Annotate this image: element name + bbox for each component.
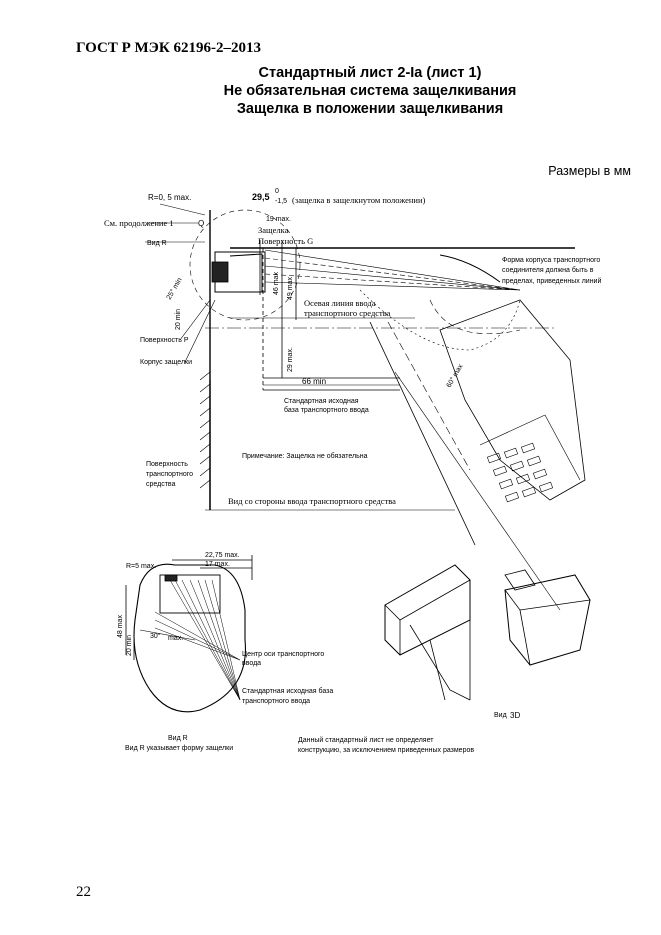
title-line-3: Защелка в положении защелкивания [236, 101, 504, 117]
units-note: Размеры в мм [548, 164, 631, 178]
vehicle-side-view-caption: Вид со стороны ввода транспортного средс… [228, 496, 396, 506]
vehicle-surface-line-1: Поверхность [146, 461, 188, 468]
title-line-2: Не обязательная система защелкивания [223, 83, 517, 99]
view-3d-prefix: Вид [494, 712, 507, 719]
dim-29: 29 max. [287, 347, 294, 372]
sheet-note-line-1: Данный стандартный лист не определяет [298, 736, 434, 744]
dim-46: 46 max [273, 272, 280, 295]
center-axis-line-2: ввода [242, 660, 261, 667]
view-r-arrow-label: Вид R [147, 240, 167, 247]
radius-note: R=0, 5 max. [148, 193, 191, 202]
shape-note-line-2: соединителя должна быть в [502, 266, 594, 274]
dim-29-5: 29,5 [252, 192, 270, 202]
dim-22-75: 22,75 max. [205, 552, 240, 559]
vehicle-surface-line-2: транспортного [146, 471, 193, 478]
see-continuation: См. продолжение 1 [104, 218, 174, 228]
surface-g-label: Поверхность G [258, 236, 313, 246]
view-r-title: Вид R [168, 735, 188, 742]
dim-tolerance-upper: 0 [275, 188, 279, 195]
dim-tolerance-lower: -1,5 [275, 198, 287, 205]
dim-20-top: 20 min [175, 309, 182, 330]
standard-base-low-line-1: Стандартная исходная база [242, 687, 333, 695]
dim-19: 19 max. [266, 216, 291, 223]
dim-49: 49 max [287, 277, 294, 300]
page-number: 22 [76, 884, 91, 900]
angle-30-max: max. [168, 635, 183, 642]
center-axis-line-1: Центр оси транспортного [242, 651, 324, 658]
dim-17: 17 max. [205, 561, 230, 568]
q-mark: Q [198, 219, 204, 228]
axis-label-line-2: транспортного средства [304, 308, 391, 318]
angle-60: 60° max [445, 362, 465, 389]
shape-note-line-3: пределах, приведенных линий [502, 277, 601, 285]
latch-closed-note: (защелка в защелкнутом положении) [292, 195, 426, 205]
view-r-description: Вид R указывает форму защелки [125, 745, 233, 752]
dim-66: 66 min [302, 377, 326, 386]
standard-base-line-1: Стандартная исходная [284, 398, 359, 405]
latch-body-label: Корпус защелки [140, 359, 192, 366]
view-3d-label: 3D [510, 711, 520, 720]
standard-base-low-line-2: транспортного ввода [242, 698, 310, 705]
vehicle-surface-line-3: средства [146, 481, 176, 488]
surface-p-label: Поверхность P [140, 337, 189, 344]
axis-label-line-1: Осевая линия ввода [304, 298, 376, 308]
angle-25: 25° min [165, 276, 184, 301]
optional-latch-note: Примечание: Защелка не обязательна [242, 452, 368, 460]
shape-note-line-1: Форма корпуса транспортного [502, 257, 600, 264]
title-line-1: Стандартный лист 2-Ia (лист 1) [258, 65, 482, 81]
sheet-note-line-2: конструкцию, за исключением приведенных … [298, 747, 474, 754]
document-code: ГОСТ Р МЭК 62196-2–2013 [76, 40, 261, 56]
radius-5: R=5 max. [126, 563, 156, 570]
latch-label: Защелка [258, 225, 289, 235]
dim-48: 48 max [117, 615, 124, 638]
angle-30: 30° [150, 632, 161, 640]
standard-base-line-2: база транспортного ввода [284, 406, 369, 414]
dim-20-low: 20 min [126, 635, 133, 656]
